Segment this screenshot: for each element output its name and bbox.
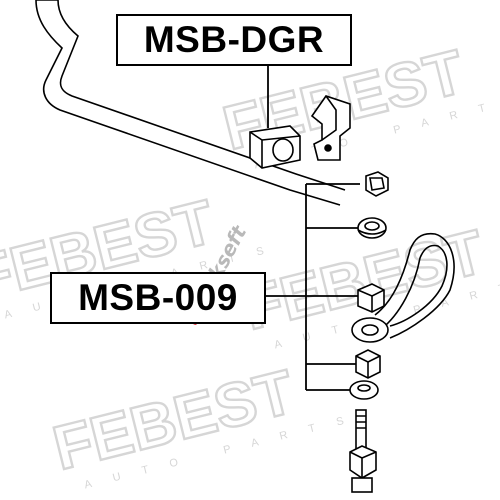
bushing-part [249,125,301,169]
nut-part [365,171,389,197]
link-eye [351,317,389,343]
link-rod [374,232,455,339]
brand-watermark-group: FEBEST AUTO PARTS FEBEST AUTO PARTS FEBE… [0,36,500,491]
link-bushing-upper [357,283,385,313]
link-bushing-lower [355,349,381,379]
lower-washer-part [349,380,379,400]
bolt-part [349,409,377,493]
leader-lines [266,66,360,391]
bracket-part [310,95,351,161]
part-number-label-top: MSB-DGR [116,14,352,66]
washer-part [357,217,387,239]
part-number-label-left: MSB-009 [50,272,266,324]
stabilizer-bar [35,0,346,206]
